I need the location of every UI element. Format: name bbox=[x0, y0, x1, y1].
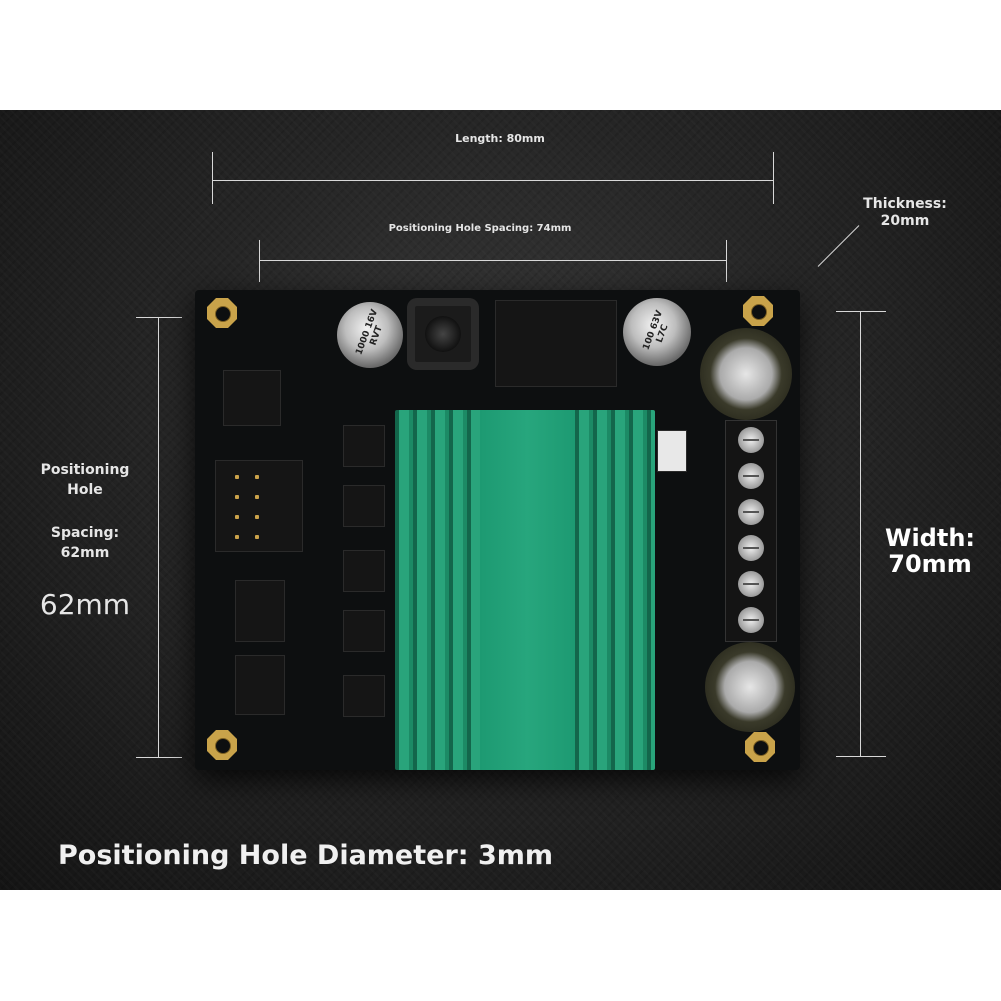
capacitor-1000uf: 1000 16V RVT bbox=[337, 302, 403, 368]
mounting-hole-top-left bbox=[207, 298, 237, 328]
right-tick-top bbox=[836, 311, 886, 312]
hole-spacing-horizontal-label: Positioning Hole Spacing: 74mm bbox=[388, 223, 572, 234]
length-tick-left bbox=[212, 152, 213, 204]
left-tick-bottom bbox=[136, 757, 182, 758]
mosfet bbox=[343, 675, 385, 717]
hole-vertical-label-line1: Positioning bbox=[40, 462, 130, 478]
thickness-label-line2: 20mm bbox=[880, 213, 930, 229]
left-dimension-line bbox=[158, 318, 159, 758]
header-block bbox=[215, 460, 303, 552]
length-dimension-line bbox=[213, 180, 773, 181]
hole-vertical-label-line2: Hole bbox=[67, 482, 103, 498]
terminal-screw bbox=[738, 571, 764, 597]
capacitor-label: 100 63V L7C bbox=[641, 309, 671, 352]
terminal-screw bbox=[738, 607, 764, 633]
spacing-label-line2: 62mm bbox=[60, 545, 110, 561]
mounting-hole-bottom-left bbox=[207, 730, 237, 760]
terminal-screw bbox=[738, 499, 764, 525]
ic-chip bbox=[223, 370, 281, 426]
length-tick-right bbox=[773, 152, 774, 204]
left-big-dimension: 62mm bbox=[39, 588, 131, 621]
capacitor-100uf: 100 63V L7C bbox=[623, 298, 691, 366]
hole-spacing-tick-right bbox=[726, 240, 727, 282]
header-pin bbox=[235, 495, 239, 499]
header-pin bbox=[255, 515, 259, 519]
mosfet bbox=[343, 485, 385, 527]
electrolytic-capacitor-top bbox=[700, 328, 792, 420]
white-connector bbox=[657, 430, 687, 472]
mounting-hole-bottom-right bbox=[745, 732, 775, 762]
capacitor-label: 1000 16V RVT bbox=[354, 308, 385, 357]
mounting-hole-top-right bbox=[743, 296, 773, 326]
header-pin bbox=[235, 535, 239, 539]
hole-spacing-tick-left bbox=[259, 240, 260, 282]
hole-diameter-caption: Positioning Hole Diameter: 3mm bbox=[58, 840, 554, 871]
green-heatsink bbox=[395, 410, 655, 770]
length-label: Length: 80mm bbox=[455, 132, 545, 145]
terminal-screw bbox=[738, 535, 764, 561]
mosfet bbox=[343, 550, 385, 592]
mosfet bbox=[343, 425, 385, 467]
ic-chip bbox=[235, 580, 285, 642]
header-pin bbox=[255, 535, 259, 539]
spacing-label-line1: Spacing: bbox=[50, 525, 120, 541]
header-pin bbox=[235, 515, 239, 519]
regulator-ic bbox=[495, 300, 617, 387]
mosfet bbox=[343, 610, 385, 652]
left-tick-top bbox=[136, 317, 182, 318]
header-pin bbox=[255, 475, 259, 479]
electrolytic-capacitor-bottom bbox=[705, 642, 795, 732]
right-dimension-line bbox=[860, 312, 861, 757]
screw-terminal-block bbox=[725, 420, 777, 642]
power-inductor bbox=[407, 298, 479, 370]
driver-board: 1000 16V RVT 100 63V L7C bbox=[195, 290, 800, 770]
thickness-label-line1: Thickness: bbox=[863, 196, 947, 212]
heatsink-center-plate bbox=[480, 410, 575, 770]
right-tick-bottom bbox=[836, 756, 886, 757]
hole-spacing-dimension-line bbox=[260, 260, 726, 261]
terminal-screw bbox=[738, 463, 764, 489]
terminal-screw bbox=[738, 427, 764, 453]
ic-chip bbox=[235, 655, 285, 715]
header-pin bbox=[235, 475, 239, 479]
header-pin bbox=[255, 495, 259, 499]
width-label-line1: Width: bbox=[884, 524, 976, 552]
width-label-line2: 70mm bbox=[888, 550, 972, 578]
